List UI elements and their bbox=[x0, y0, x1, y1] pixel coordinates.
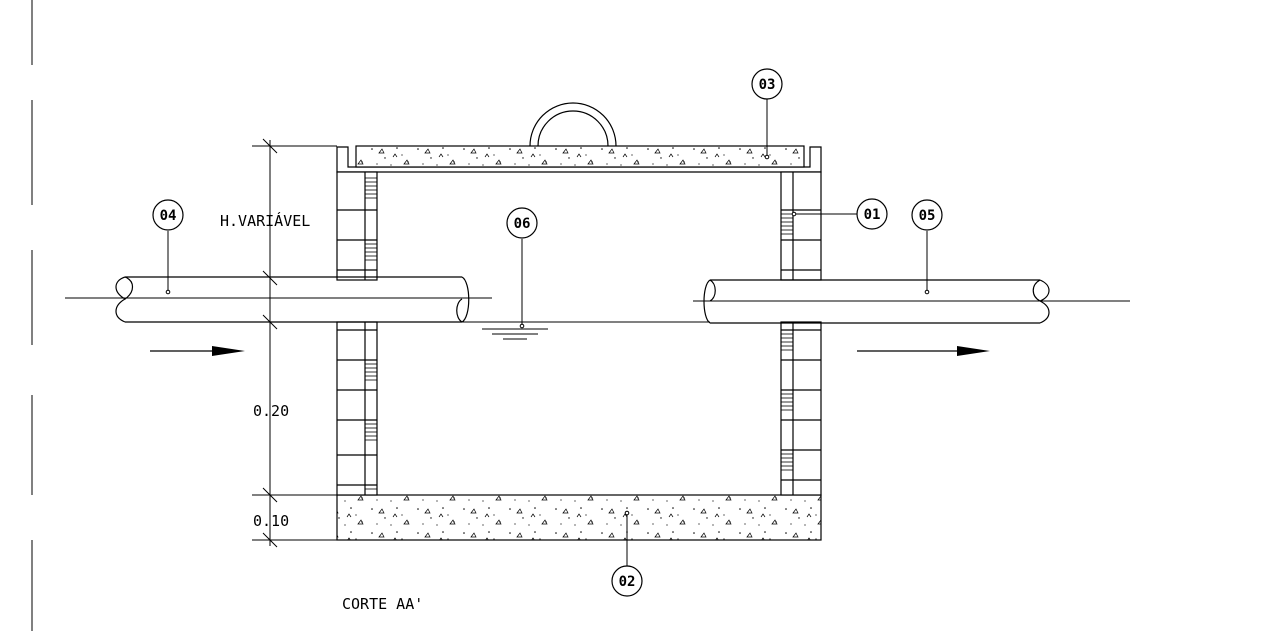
callout-01-label: 01 bbox=[864, 207, 881, 223]
top-lid bbox=[355, 145, 805, 168]
callout-leaders bbox=[165, 99, 930, 566]
bottom-slab bbox=[336, 494, 822, 541]
callout-02-label: 02 bbox=[619, 574, 636, 590]
outlet-flow-arrow-icon bbox=[857, 346, 990, 356]
callout-06: 06 bbox=[506, 207, 538, 239]
callout-06-label: 06 bbox=[514, 216, 531, 232]
callout-01: 01 bbox=[856, 198, 888, 230]
dim-base-offset: 0.20 bbox=[253, 402, 289, 420]
section-title: CORTE AA' bbox=[342, 595, 423, 613]
callout-03: 03 bbox=[751, 68, 783, 100]
left-wall-mortar-hatch bbox=[365, 177, 377, 490]
inlet-flow-arrow-icon bbox=[150, 346, 245, 356]
lid-handle-icon bbox=[529, 102, 617, 147]
inlet-pipe bbox=[115, 276, 470, 323]
callout-02: 02 bbox=[611, 565, 643, 597]
callout-04-label: 04 bbox=[160, 208, 177, 224]
callout-05-label: 05 bbox=[919, 208, 936, 224]
callout-05: 05 bbox=[911, 199, 943, 231]
left-wall bbox=[336, 171, 378, 496]
right-wall-mortar-hatch bbox=[781, 213, 793, 471]
water-level-symbol-icon bbox=[482, 328, 548, 340]
right-wall bbox=[780, 171, 822, 496]
callout-03-label: 03 bbox=[759, 77, 776, 93]
dim-slab-thickness: 0.10 bbox=[253, 512, 289, 530]
callout-04: 04 bbox=[152, 199, 184, 231]
dim-variable-height: H.VARIÁVEL bbox=[220, 211, 310, 230]
dimension-line bbox=[252, 138, 337, 548]
